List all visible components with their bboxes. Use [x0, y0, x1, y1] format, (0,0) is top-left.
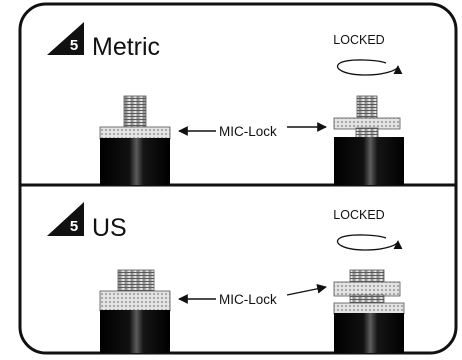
socket-body [334, 313, 404, 353]
connector-thread [349, 269, 385, 284]
connector-unlocked [99, 95, 171, 185]
panel-us: 5 US MIC-Lock LOCKED [47, 202, 405, 353]
connector-thread [355, 127, 379, 139]
panel-title: US [92, 214, 127, 242]
mic-lock-callout: MIC-Lock [178, 283, 327, 307]
mic-lock-label: MIC-Lock [219, 292, 277, 307]
outer-frame [18, 2, 458, 355]
socket-body [100, 138, 170, 185]
locked-label: LOCKED [333, 208, 384, 222]
step-number: 5 [70, 218, 78, 235]
mic-lock-sleeve [99, 290, 171, 312]
mic-lock-callout: MIC-Lock [178, 122, 327, 139]
connector-locked [333, 269, 405, 353]
mic-lock-sleeve [333, 117, 401, 130]
step-badge: 5 [47, 202, 84, 236]
base-sleeve [333, 302, 405, 315]
mic-lock-label: MIC-Lock [219, 124, 277, 139]
triangle-badge-icon [47, 202, 84, 236]
mic-lock-sleeve [333, 281, 401, 297]
rotate-arrow-icon [336, 59, 403, 76]
locked-label: LOCKED [333, 33, 384, 47]
rotate-arrow-icon [336, 234, 403, 251]
connector-thread [356, 95, 378, 119]
socket-body [100, 310, 170, 353]
triangle-badge-icon [47, 22, 84, 55]
panel-title: Metric [92, 33, 160, 61]
panel-metric: 5 Metric MIC-Lock LOCKED [47, 22, 404, 185]
connector-unlocked [99, 269, 171, 353]
connector-thread [123, 95, 147, 129]
step-badge: 5 [47, 22, 84, 55]
mic-lock-sleeve [99, 126, 171, 140]
socket-body [334, 137, 404, 185]
step-number: 5 [70, 37, 78, 54]
connector-thread [117, 269, 155, 293]
arrow-right-icon [286, 283, 327, 296]
connector-locked [333, 95, 404, 185]
